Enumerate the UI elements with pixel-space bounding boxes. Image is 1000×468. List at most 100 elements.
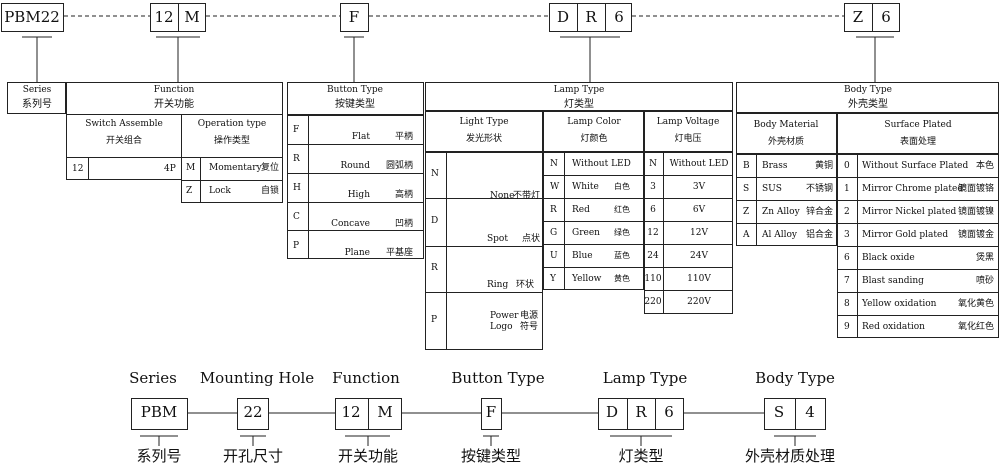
code-box-button bbox=[340, 3, 369, 32]
grid-line bbox=[308, 115, 309, 259]
grid-line bbox=[837, 315, 999, 316]
op-title-en: Operation type bbox=[197, 119, 267, 129]
bottom-label-top: Lamp Type bbox=[602, 369, 688, 387]
grid-line bbox=[736, 200, 837, 201]
volt-row-code: 6 bbox=[650, 205, 656, 215]
bottom-body-mat: S bbox=[773, 403, 785, 421]
grid-line bbox=[181, 114, 182, 180]
bottom-lamp-volt: 6 bbox=[664, 403, 674, 421]
surf-row-en: Mirror Gold plated bbox=[862, 230, 949, 240]
code-box-lamp bbox=[549, 3, 632, 32]
color-row-zh: 白色 bbox=[614, 182, 630, 191]
button-row-code: R bbox=[293, 154, 300, 164]
surface-plated-header bbox=[837, 113, 999, 154]
switch-row-poles: 4P bbox=[164, 164, 176, 174]
grid-line bbox=[655, 398, 656, 430]
light-row-zh: 不带灯 bbox=[513, 191, 541, 201]
surf-row-code: 9 bbox=[844, 322, 850, 332]
grid-line bbox=[543, 198, 644, 199]
code-function-num: 12 bbox=[154, 8, 174, 26]
mat-row-code: Z bbox=[743, 207, 750, 217]
button-table bbox=[287, 115, 424, 259]
grid-line bbox=[66, 157, 283, 158]
grid-line bbox=[543, 244, 644, 245]
mat-row-zh: 铝合金 bbox=[805, 230, 833, 240]
op-row-code: M bbox=[186, 163, 196, 173]
button-row-en: Plane bbox=[344, 248, 370, 258]
color-row-en: Red bbox=[572, 205, 590, 215]
lamp-color-header bbox=[543, 111, 644, 152]
color-row-code: U bbox=[550, 251, 558, 261]
volt-row-val: 24V bbox=[690, 251, 708, 261]
surf-row-en: Blast sanding bbox=[862, 276, 924, 286]
code-lamp-light: D bbox=[556, 8, 570, 26]
lamp-voltage-table bbox=[644, 152, 733, 314]
light-row-zh: 点状 bbox=[522, 234, 541, 244]
bottom-function-op: M bbox=[377, 403, 393, 421]
lamp-voltage-header bbox=[644, 111, 733, 152]
color-row-zh: 黄色 bbox=[614, 274, 630, 283]
grid-line bbox=[795, 398, 796, 430]
surf-row-en: Mirror Chrome plated bbox=[862, 184, 964, 194]
grid-line bbox=[736, 177, 837, 178]
color-row-zh: 绿色 bbox=[614, 228, 630, 237]
op-row-en: Momentary bbox=[209, 163, 262, 173]
bottom-box-lamp bbox=[598, 398, 684, 430]
op-row-zh: 自锁 bbox=[260, 186, 279, 196]
surf-row-en: Mirror Nickel plated bbox=[862, 207, 957, 217]
button-title-en: Button Type bbox=[327, 85, 383, 95]
surf-row-en: Red oxidation bbox=[862, 322, 925, 332]
grid-line bbox=[425, 198, 543, 199]
surf-row-code: 0 bbox=[844, 161, 850, 171]
op-row-zh: 复位 bbox=[260, 163, 279, 173]
grid-line bbox=[663, 152, 664, 314]
switch-title-en: Switch Assemble bbox=[85, 119, 163, 129]
grid-line bbox=[644, 267, 733, 268]
volt-row-code: 110 bbox=[644, 274, 662, 284]
function-title-en: Function bbox=[153, 85, 195, 95]
grid-line bbox=[178, 3, 179, 32]
grid-line bbox=[543, 221, 644, 222]
button-row-code: P bbox=[293, 241, 300, 251]
light-row-en: None bbox=[490, 191, 515, 201]
bottom-hole-text: 22 bbox=[243, 403, 263, 421]
color-row-en: Without LED bbox=[572, 159, 631, 169]
mat-row-en: Brass bbox=[762, 161, 788, 171]
light-row-en: Ring bbox=[487, 280, 509, 290]
button-row-code: F bbox=[293, 125, 300, 135]
mat-row-code: S bbox=[743, 184, 750, 194]
light-row-en: Power bbox=[490, 311, 519, 321]
light-type-header bbox=[425, 111, 543, 152]
bottom-lamp-color: R bbox=[635, 403, 647, 421]
color-row-zh: 红色 bbox=[614, 205, 630, 214]
volt-row-code: 220 bbox=[644, 297, 662, 307]
bottom-box-hole bbox=[237, 398, 269, 430]
surf-row-zh: 镜面镀镍 bbox=[957, 207, 994, 217]
surf-row-zh: 镜面镀金 bbox=[957, 230, 994, 240]
volt-row-val: 110V bbox=[687, 274, 711, 284]
grid-line bbox=[837, 292, 999, 293]
body-material-header bbox=[736, 113, 837, 154]
mat-row-zh: 锌合金 bbox=[805, 207, 833, 217]
grid-line bbox=[287, 202, 424, 203]
grid-line bbox=[66, 114, 283, 115]
color-title-zh: 灯颜色 bbox=[580, 134, 608, 144]
grid-line bbox=[446, 152, 447, 350]
bottom-box-series bbox=[131, 398, 188, 430]
bottom-label-zh: 系列号 bbox=[136, 447, 182, 465]
surf-row-code: 8 bbox=[844, 299, 850, 309]
light-title-en: Light Type bbox=[459, 117, 509, 127]
light-row-zh2: 符号 bbox=[520, 322, 539, 332]
body-title-en: Body Type bbox=[844, 85, 892, 95]
color-row-zh: 蓝色 bbox=[614, 251, 630, 260]
code-box-series bbox=[1, 3, 64, 32]
light-type-table bbox=[425, 152, 543, 350]
button-row-code: H bbox=[293, 183, 301, 193]
bottom-lamp-light: D bbox=[605, 403, 619, 421]
color-row-en: Yellow bbox=[572, 274, 602, 284]
surf-row-code: 7 bbox=[844, 276, 850, 286]
color-row-code: N bbox=[550, 159, 558, 169]
code-series-text: PBM22 bbox=[4, 8, 60, 26]
volt-row-val: 6V bbox=[692, 205, 706, 215]
surf-row-zh: 喷砂 bbox=[975, 276, 994, 286]
